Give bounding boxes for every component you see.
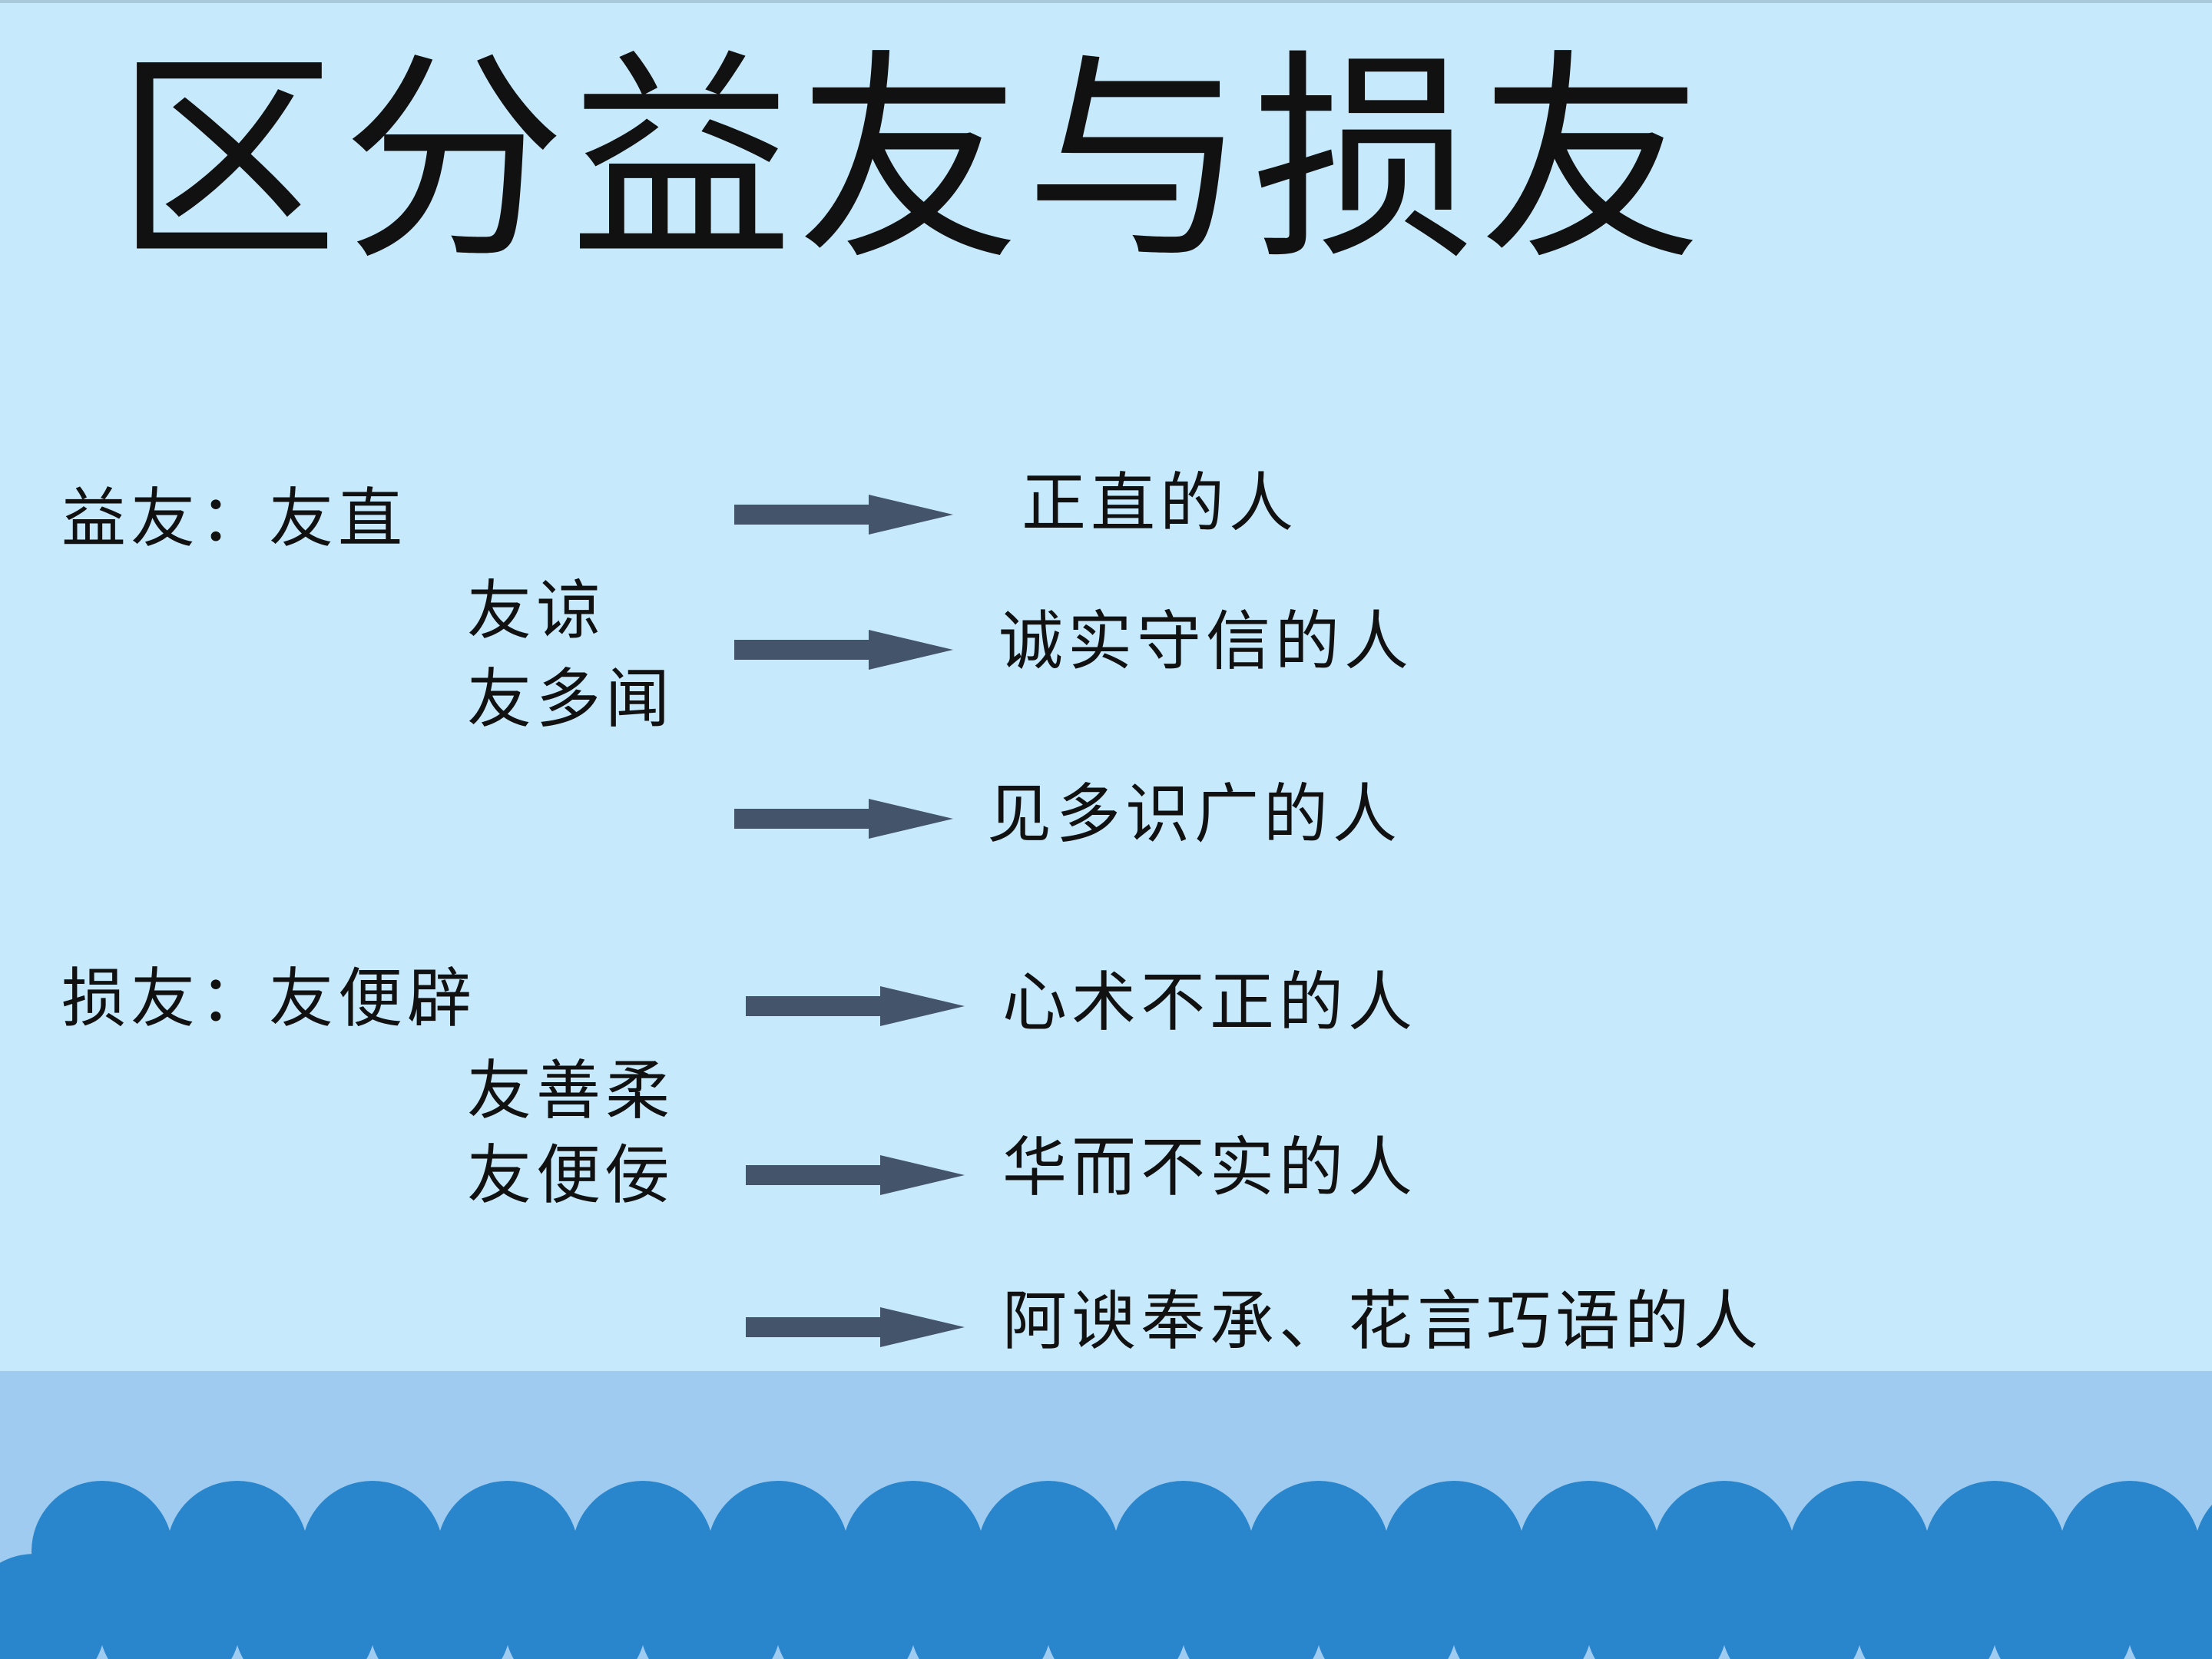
wave-scallop	[0, 1554, 105, 1659]
wave-scallop	[99, 1554, 240, 1659]
wave-scallop	[640, 1554, 781, 1659]
arrow-good-1	[734, 495, 953, 535]
bad-friend-item-pianning: 友便佞	[467, 1137, 675, 1213]
arrow-good-2	[734, 630, 953, 670]
wave-scallop	[1181, 1554, 1322, 1659]
wave-scallop	[775, 1554, 916, 1659]
wave-scallop	[1451, 1554, 1592, 1659]
arrow-bad-1	[746, 986, 965, 1026]
good-friend-item-duowen: 友多闻	[467, 661, 675, 737]
bad-result-xinshu: 心术不正的人	[1002, 965, 1418, 1040]
wave-scallop	[1586, 1554, 1727, 1659]
wave-scallop	[1316, 1554, 1457, 1659]
wave-scallop	[2127, 1554, 2212, 1659]
wave-scallop	[1721, 1554, 1863, 1659]
wave-scallop	[1856, 1554, 1998, 1659]
wave-pattern	[0, 1481, 2212, 1659]
good-result-chengshi: 诚实守信的人	[998, 604, 1414, 679]
bad-friend-heading: 损友：友便辟	[61, 961, 477, 1036]
arrow-bad-3	[746, 1307, 965, 1347]
slide-title: 区分益友与损友	[115, 31, 1707, 290]
wave-scallop	[910, 1554, 1051, 1659]
bad-result-huaer: 华而不实的人	[1002, 1130, 1418, 1205]
wave-scallop	[234, 1554, 376, 1659]
arrow-good-3	[734, 799, 953, 839]
top-border-line	[0, 0, 2212, 3]
wave-scallop	[1045, 1554, 1187, 1659]
bad-friend-item-shanrou: 友善柔	[467, 1053, 675, 1128]
arrow-bad-2	[746, 1155, 965, 1195]
good-friend-item-liang: 友谅	[467, 573, 606, 648]
wave-scallop	[505, 1554, 646, 1659]
bad-result-eyu: 阿谀奉承、花言巧语的人	[1002, 1283, 1763, 1359]
good-result-jianduo: 见多识广的人	[987, 777, 1402, 852]
good-result-zhengzhi: 正直的人	[1022, 465, 1299, 541]
good-friend-heading: 益友：友直	[61, 481, 408, 556]
wave-scallop	[1992, 1554, 2133, 1659]
wave-scallop	[369, 1554, 511, 1659]
